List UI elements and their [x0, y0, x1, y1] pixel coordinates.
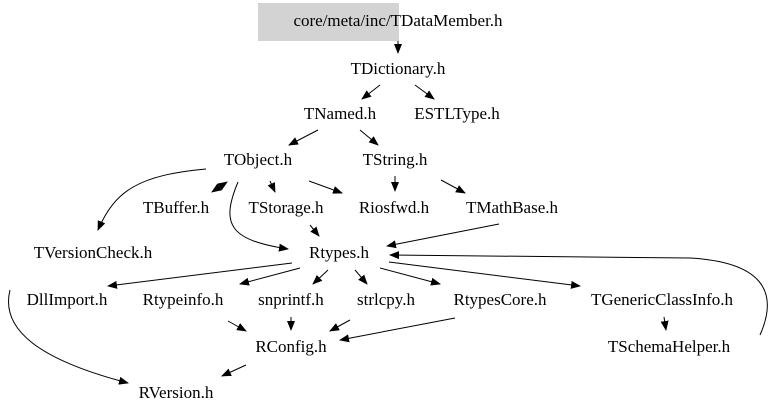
edge-tstring-tmathbase — [440, 179, 466, 194]
nodes: core/meta/inc/TDataMember.h TDictionary.… — [27, 3, 734, 402]
node-tversioncheck[interactable]: TVersionCheck.h — [34, 243, 153, 262]
edge-tobject-rtypes — [229, 181, 289, 252]
edge-tmathbase-rtypes — [386, 223, 500, 249]
node-strlcpy[interactable]: strlcpy.h — [357, 290, 415, 309]
node-tstorage[interactable]: TStorage.h — [248, 198, 324, 217]
node-tmathbase[interactable]: TMathBase.h — [466, 198, 559, 217]
edge-rtypes-strlcpy — [354, 269, 368, 285]
edge-tnamed-tobject — [288, 129, 319, 146]
node-tobject[interactable]: TObject.h — [224, 150, 293, 169]
edge-rtypes-tgenericclassinfo — [388, 261, 581, 289]
edge-tobject-riosfwd — [308, 180, 343, 194]
node-riosfwd[interactable]: Riosfwd.h — [359, 198, 430, 217]
node-dllimport[interactable]: DllImport.h — [27, 290, 108, 309]
edge-tversioncheck-rversion — [8, 289, 129, 385]
node-root[interactable]: core/meta/inc/TDataMember.h — [293, 11, 503, 30]
node-tstring[interactable]: TString.h — [363, 150, 428, 169]
edge-rtypes-rtypescore — [379, 267, 441, 286]
edge-rconfig-rversion — [221, 364, 247, 377]
edges — [8, 41, 768, 385]
edge-tschemahelper-rtypes — [389, 251, 768, 336]
node-rtypescore[interactable]: RtypesCore.h — [453, 290, 547, 309]
node-tschemahelper[interactable]: TSchemaHelper.h — [608, 337, 731, 356]
node-tgenericclassinfo[interactable]: TGenericClassInfo.h — [591, 290, 734, 309]
node-rtypes[interactable]: Rtypes.h — [309, 243, 369, 262]
node-rconfig[interactable]: RConfig.h — [255, 337, 327, 356]
node-tbuffer[interactable]: TBuffer.h — [143, 198, 210, 217]
root-node-box — [258, 3, 399, 41]
edge-tstorage-rtypes — [309, 224, 320, 237]
edge-strlcpy-rconfig — [329, 319, 351, 332]
edge-rtypes-rtypeinfo — [239, 267, 301, 286]
node-snprintf[interactable]: snprintf.h — [258, 290, 324, 309]
node-estltype[interactable]: ESTLType.h — [414, 104, 500, 123]
edge-rtypes-dllimport — [107, 262, 293, 289]
edge-tgenericclassinfo-tschemahelper — [660, 316, 669, 331]
edge-rtypeinfo-rconfig — [227, 320, 247, 332]
edge-tdictionary-tnamed — [361, 84, 381, 100]
node-rtypeinfo[interactable]: Rtypeinfo.h — [143, 290, 224, 309]
node-tdictionary[interactable]: TDictionary.h — [351, 59, 446, 78]
edge-tobject-tbuffer — [211, 181, 228, 193]
edge-tobject-tversioncheck — [97, 168, 207, 231]
edge-tdictionary-estltype — [414, 84, 435, 100]
edge-rtypes-snprintf — [312, 269, 329, 285]
node-rversion[interactable]: RVersion.h — [139, 383, 214, 402]
edge-rtypescore-rconfig — [339, 317, 456, 343]
edge-tobject-tstorage — [267, 180, 276, 193]
edge-tnamed-tstring — [359, 129, 379, 146]
node-tnamed[interactable]: TNamed.h — [304, 104, 377, 123]
